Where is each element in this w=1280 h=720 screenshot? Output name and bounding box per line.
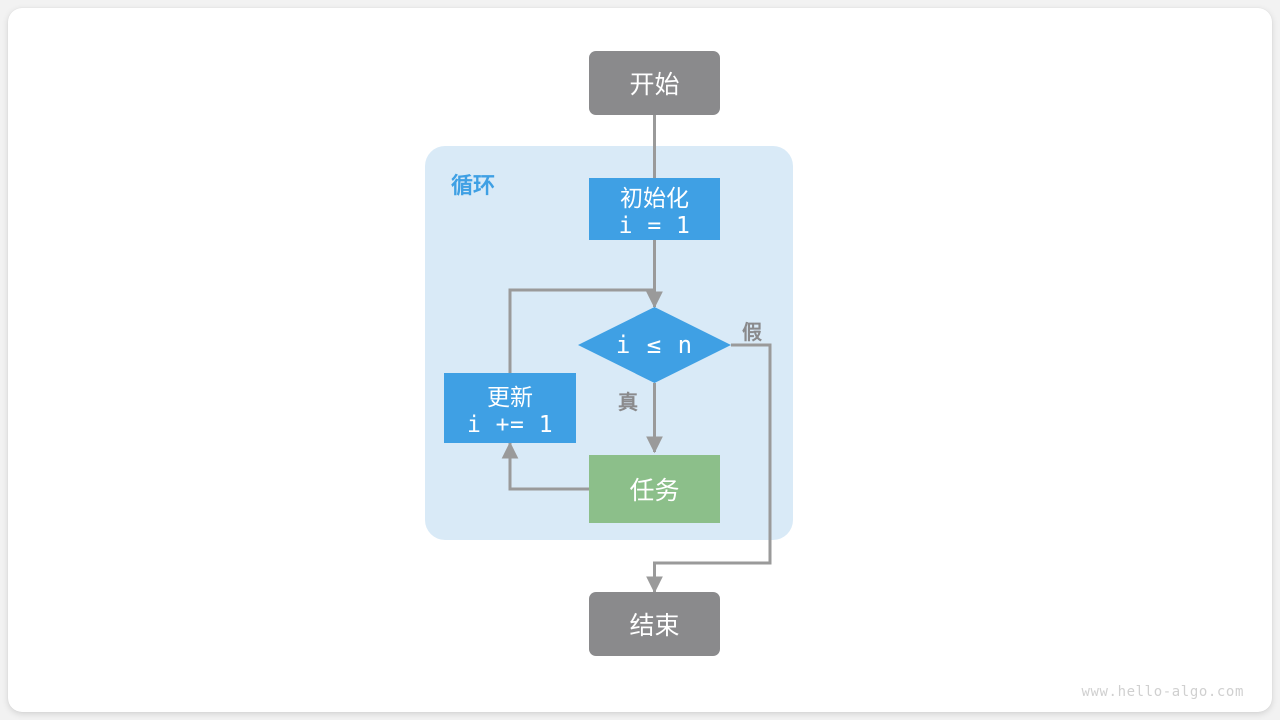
edge-label-false: 假 bbox=[742, 322, 762, 344]
node-condition[interactable]: i ≤ n bbox=[578, 307, 731, 383]
node-task-label: 任务 bbox=[629, 477, 680, 505]
edge-label-true: 真 bbox=[618, 392, 638, 414]
node-start[interactable]: 开始 bbox=[589, 51, 720, 115]
node-end[interactable]: 结束 bbox=[589, 592, 720, 656]
node-init-label: 初始化 bbox=[620, 185, 689, 211]
node-update-label: 更新 bbox=[487, 384, 533, 410]
node-task[interactable]: 任务 bbox=[589, 455, 720, 523]
node-start-label: 开始 bbox=[629, 71, 680, 99]
node-end-label: 结束 bbox=[629, 612, 680, 640]
node-condition-label: i ≤ n bbox=[615, 331, 694, 359]
watermark-text: www.hello-algo.com bbox=[1081, 684, 1244, 700]
decision-diamond-shape bbox=[578, 307, 731, 383]
node-update[interactable]: 更新 i += 1 bbox=[444, 373, 576, 443]
loop-container-label: 循环 bbox=[451, 173, 496, 198]
node-update-sublabel: i += 1 bbox=[466, 412, 554, 438]
node-init[interactable]: 初始化 i = 1 bbox=[589, 178, 720, 240]
edge-cond-to-end bbox=[646, 343, 772, 594]
node-init-sublabel: i = 1 bbox=[618, 213, 691, 239]
edge-update-to-cond bbox=[508, 288, 656, 373]
edge-task-to-update bbox=[501, 441, 589, 491]
